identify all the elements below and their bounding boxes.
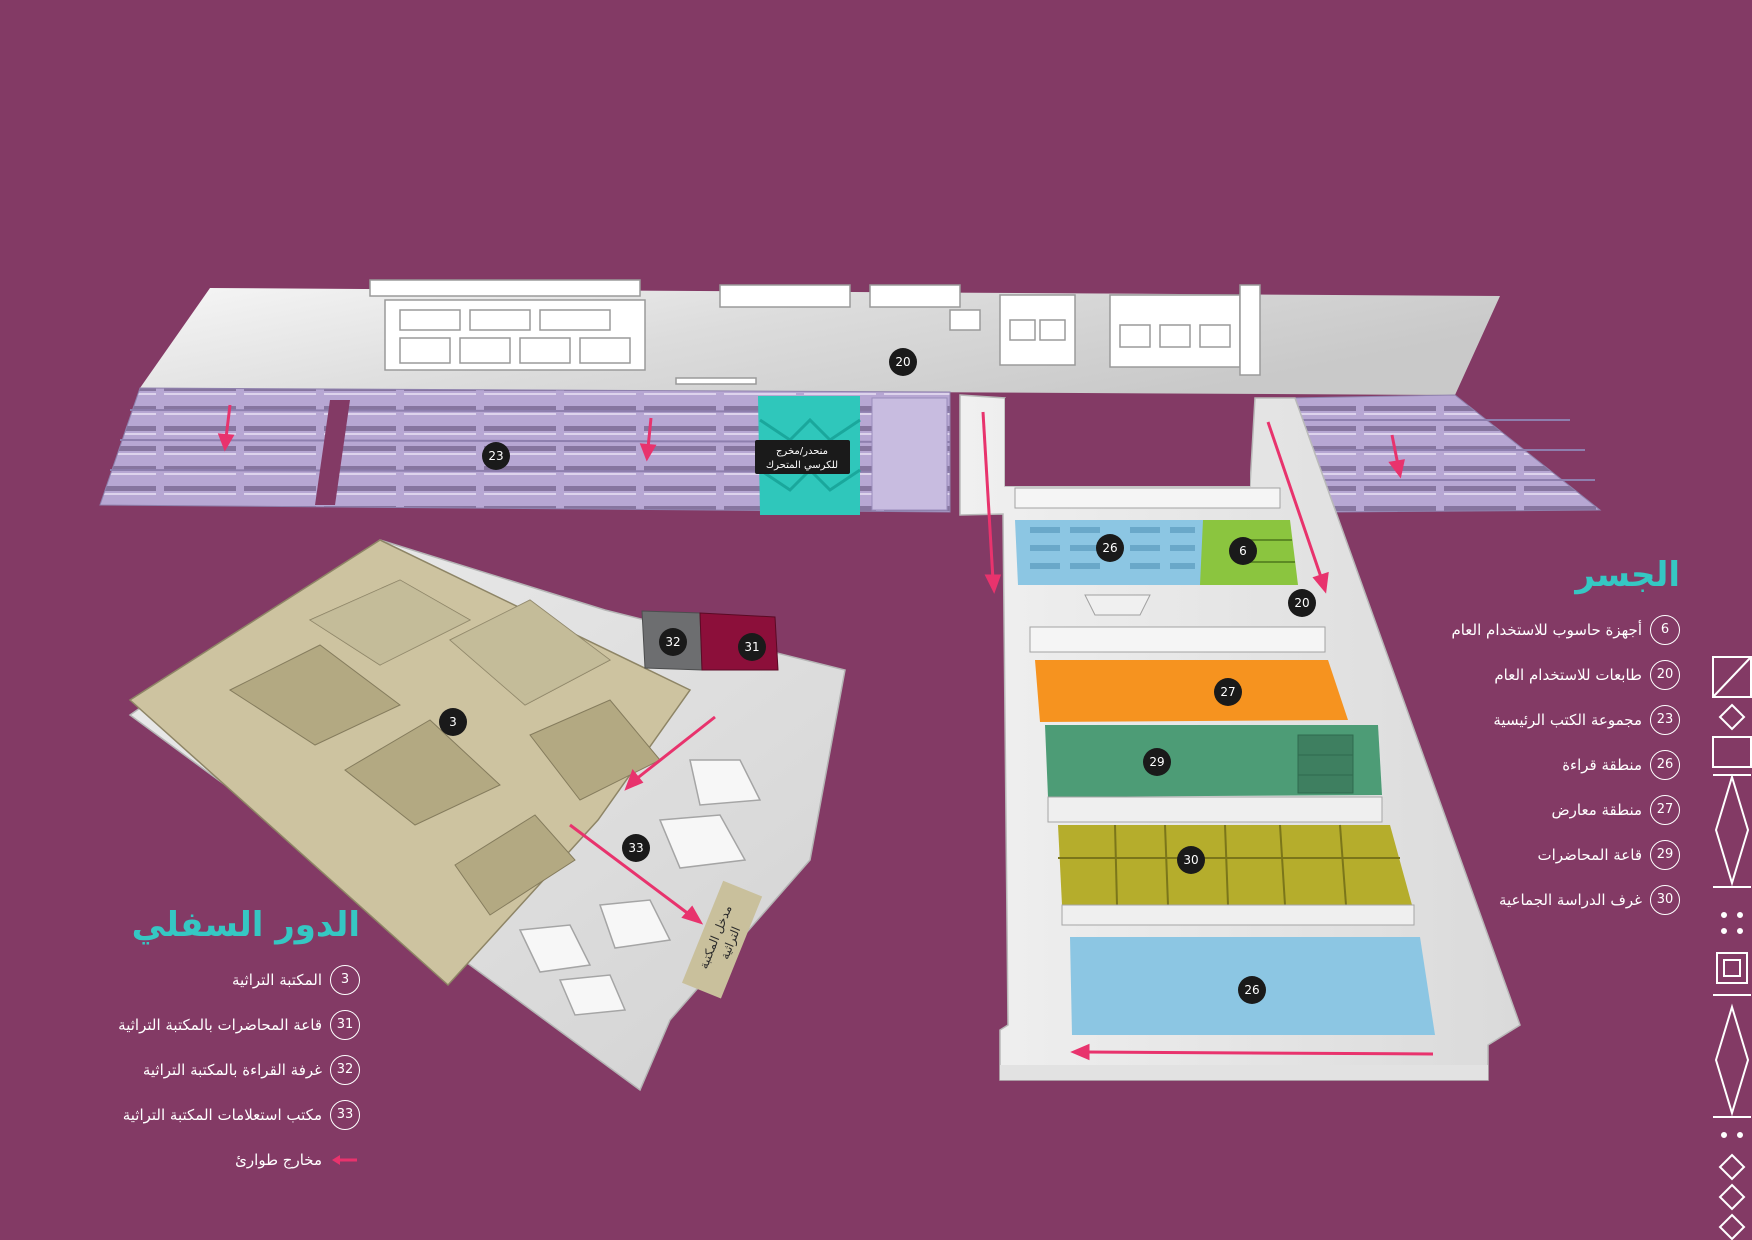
upper-floor (99, 279, 1602, 515)
legend-item: 26 منطقة قراءة (1400, 742, 1680, 787)
marker-exhibition: 27 (1214, 678, 1242, 706)
legend-lower-floor: الدور السفلي 3 المكتبة التراثية 31 قاعة ال… (60, 905, 360, 1182)
legend-label: قاعة المحاضرات بالمكتبة التراثية (118, 1015, 322, 1034)
ramp-label-line2: للكرسي المتحرك (766, 460, 838, 471)
entrance-label: مدخل المكتبة التراثية (681, 880, 763, 999)
legend-item: 3 المكتبة التراثية (60, 957, 360, 1002)
ramp-label: منحدر/مخرج للكرسي المتحرك (755, 440, 850, 474)
legend-number: 31 (330, 1009, 360, 1040)
legend-label: مجموعة الكتب الرئيسية (1493, 710, 1642, 729)
legend-bridge-title: الجسر (1575, 555, 1680, 595)
marker-printers-bridge-label: 20 (1294, 596, 1309, 610)
marker-reading-bottom: 26 (1238, 976, 1266, 1004)
legend-item: 6 أجهزة حاسوب للاستخدام العام (1400, 607, 1680, 652)
legend-label: غرف الدراسة الجماعية (1498, 890, 1642, 909)
legend-number: 30 (1650, 884, 1680, 915)
marker-heritage-lecture-label: 31 (744, 640, 759, 654)
legend-label: قاعة المحاضرات (1537, 845, 1642, 864)
legend-item-emergency: مخارج طوارئ (60, 1137, 360, 1182)
stacks-right (1289, 394, 1602, 513)
legend-number: 26 (1650, 749, 1680, 780)
marker-reading-bottom-label: 26 (1244, 983, 1259, 997)
legend-number: 6 (1650, 614, 1680, 645)
marker-heritage-lecture: 31 (738, 633, 766, 661)
legend-number: 32 (330, 1054, 360, 1085)
marker-reading-top-label: 26 (1102, 541, 1117, 555)
markers: 20 23 26 6 20 27 29 30 26 3 32 31 33 (439, 348, 1316, 1004)
marker-reading-top: 26 (1096, 534, 1124, 562)
emergency-exit-arrows (217, 404, 1434, 1061)
legend-number: 3 (330, 964, 360, 995)
marker-printers-bridge: 20 (1288, 589, 1316, 617)
legend-lower-title: الدور السفلي (131, 905, 360, 945)
marker-lecture-hall: 29 (1143, 748, 1171, 776)
marker-heritage-reading: 32 (659, 628, 687, 656)
marker-heritage-library-label: 3 (449, 715, 457, 729)
marker-heritage-reading-label: 32 (665, 635, 680, 649)
legend-bridge: الجسر 6 أجهزة حاسوب للاستخدام العام 20 طاب… (1400, 555, 1680, 922)
legend-item: 29 قاعة المحاضرات (1400, 832, 1680, 877)
marker-heritage-library: 3 (439, 708, 467, 736)
heritage-lecture-hall (699, 612, 779, 671)
legend-number: 27 (1650, 794, 1680, 825)
marker-heritage-info: 33 (622, 834, 650, 862)
marker-heritage-info-label: 33 (628, 841, 643, 855)
legend-label: طابعات للاستخدام العام (1494, 665, 1642, 684)
legend-number: 23 (1650, 704, 1680, 735)
decorative-pattern (1712, 656, 1752, 1240)
legend-number: 33 (330, 1099, 360, 1130)
legend-emergency-label: مخارج طوارئ (235, 1150, 322, 1169)
legend-label: منطقة قراءة (1562, 755, 1642, 774)
marker-study-rooms-label: 30 (1183, 853, 1198, 867)
stacks-gap (315, 400, 350, 505)
legend-item: 33 مكتب استعلامات المكتبة التراثية (60, 1092, 360, 1137)
legend-number: 29 (1650, 839, 1680, 870)
ramp-label-line1: منحدر/مخرج (776, 446, 828, 457)
marker-printers-top-label: 20 (895, 355, 910, 369)
study-rooms (1058, 825, 1412, 905)
upper-walls (369, 279, 1261, 385)
exhibition-area (1035, 660, 1348, 722)
marker-main-stacks: 23 (482, 442, 510, 470)
legend-label: أجهزة حاسوب للاستخدام العام (1451, 620, 1642, 639)
legend-label: غرفة القراءة بالمكتبة التراثية (142, 1060, 322, 1079)
legend-number: 20 (1650, 659, 1680, 690)
legend-item: 27 منطقة معارض (1400, 787, 1680, 832)
legend-item: 23 مجموعة الكتب الرئيسية (1400, 697, 1680, 742)
legend-item: 31 قاعة المحاضرات بالمكتبة التراثية (60, 1002, 360, 1047)
marker-exhibition-label: 27 (1220, 685, 1235, 699)
legend-item: 20 طابعات للاستخدام العام (1400, 652, 1680, 697)
marker-study-rooms: 30 (1177, 846, 1205, 874)
marker-computers: 6 (1229, 537, 1257, 565)
legend-item: 32 غرفة القراءة بالمكتبة التراثية (60, 1047, 360, 1092)
legend-label: مكتب استعلامات المكتبة التراثية (122, 1105, 322, 1124)
marker-computers-label: 6 (1239, 544, 1247, 558)
legend-label: منطقة معارض (1551, 800, 1642, 819)
legend-label: المكتبة التراثية (231, 970, 322, 989)
legend-item: 30 غرف الدراسة الجماعية (1400, 877, 1680, 922)
stacks-left (99, 387, 951, 513)
marker-main-stacks-label: 23 (488, 449, 503, 463)
marker-lecture-hall-label: 29 (1149, 755, 1164, 769)
emergency-arrow-icon (330, 1145, 360, 1175)
marker-printers-top: 20 (889, 348, 917, 376)
